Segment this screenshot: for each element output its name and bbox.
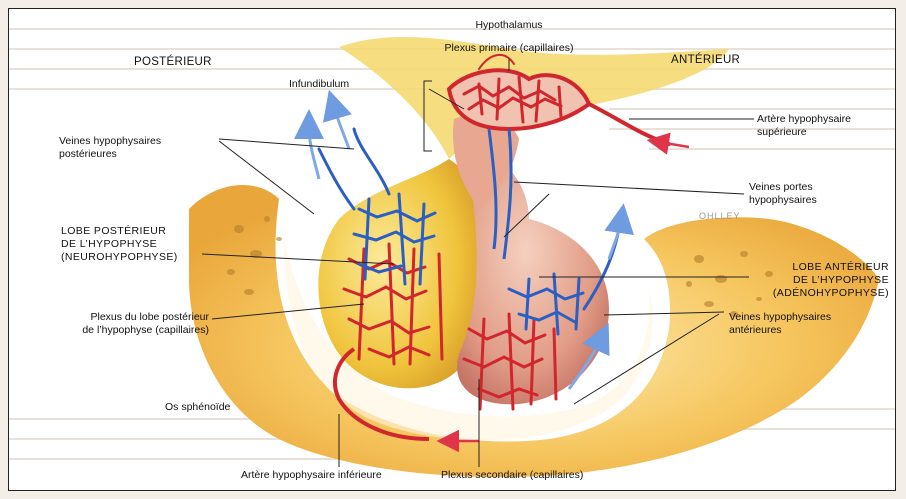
posterior-plexus-label: Plexus du lobe postérieur de l’hypophyse… (19, 311, 209, 337)
secondary-plexus-label: Plexus secondaire (capillaires) (441, 469, 583, 482)
sphenoid-label: Os sphénoïde (165, 401, 230, 414)
anterior-lobe-label: LOBE ANTÉRIEUR DE L’HYPOPHYSE (ADÉNOHYPO… (724, 261, 889, 300)
posterior-header: POSTÉRIEUR (134, 56, 212, 69)
posterior-veins-label: Veines hypophysaires postérieures (59, 135, 161, 161)
posterior-vein-arrow-2 (334, 107, 349, 149)
superior-artery-label: Artère hypophysaire supérieure (757, 113, 851, 139)
superior-artery-arrow (659, 142, 689, 147)
posterior-vein-arrow-1 (309, 127, 319, 179)
hypothalamus-label: Hypothalamus (449, 19, 569, 32)
portal-veins-label: Veines portes hypophysaires (749, 181, 817, 207)
anterior-vein-arrow-1 (609, 221, 621, 259)
infundibulum-label: Infundibulum (289, 78, 349, 91)
artist-signature: OHLLEY (699, 211, 741, 221)
anterior-veins-label: Veines hypophysaires antérieures (729, 311, 831, 337)
posterior-lobe-label: LOBE POSTÉRIEUR DE L’HYPOPHYSE (NEUROHYP… (61, 225, 178, 264)
primary-plexus-label: Plexus primaire (capillaires) (414, 42, 604, 55)
inferior-artery-label: Artère hypophysaire inférieure (241, 469, 382, 482)
diagram-frame: POSTÉRIEUR ANTÉRIEUR Hypothalamus Plexus… (8, 8, 896, 491)
anterior-header: ANTÉRIEUR (671, 54, 740, 67)
